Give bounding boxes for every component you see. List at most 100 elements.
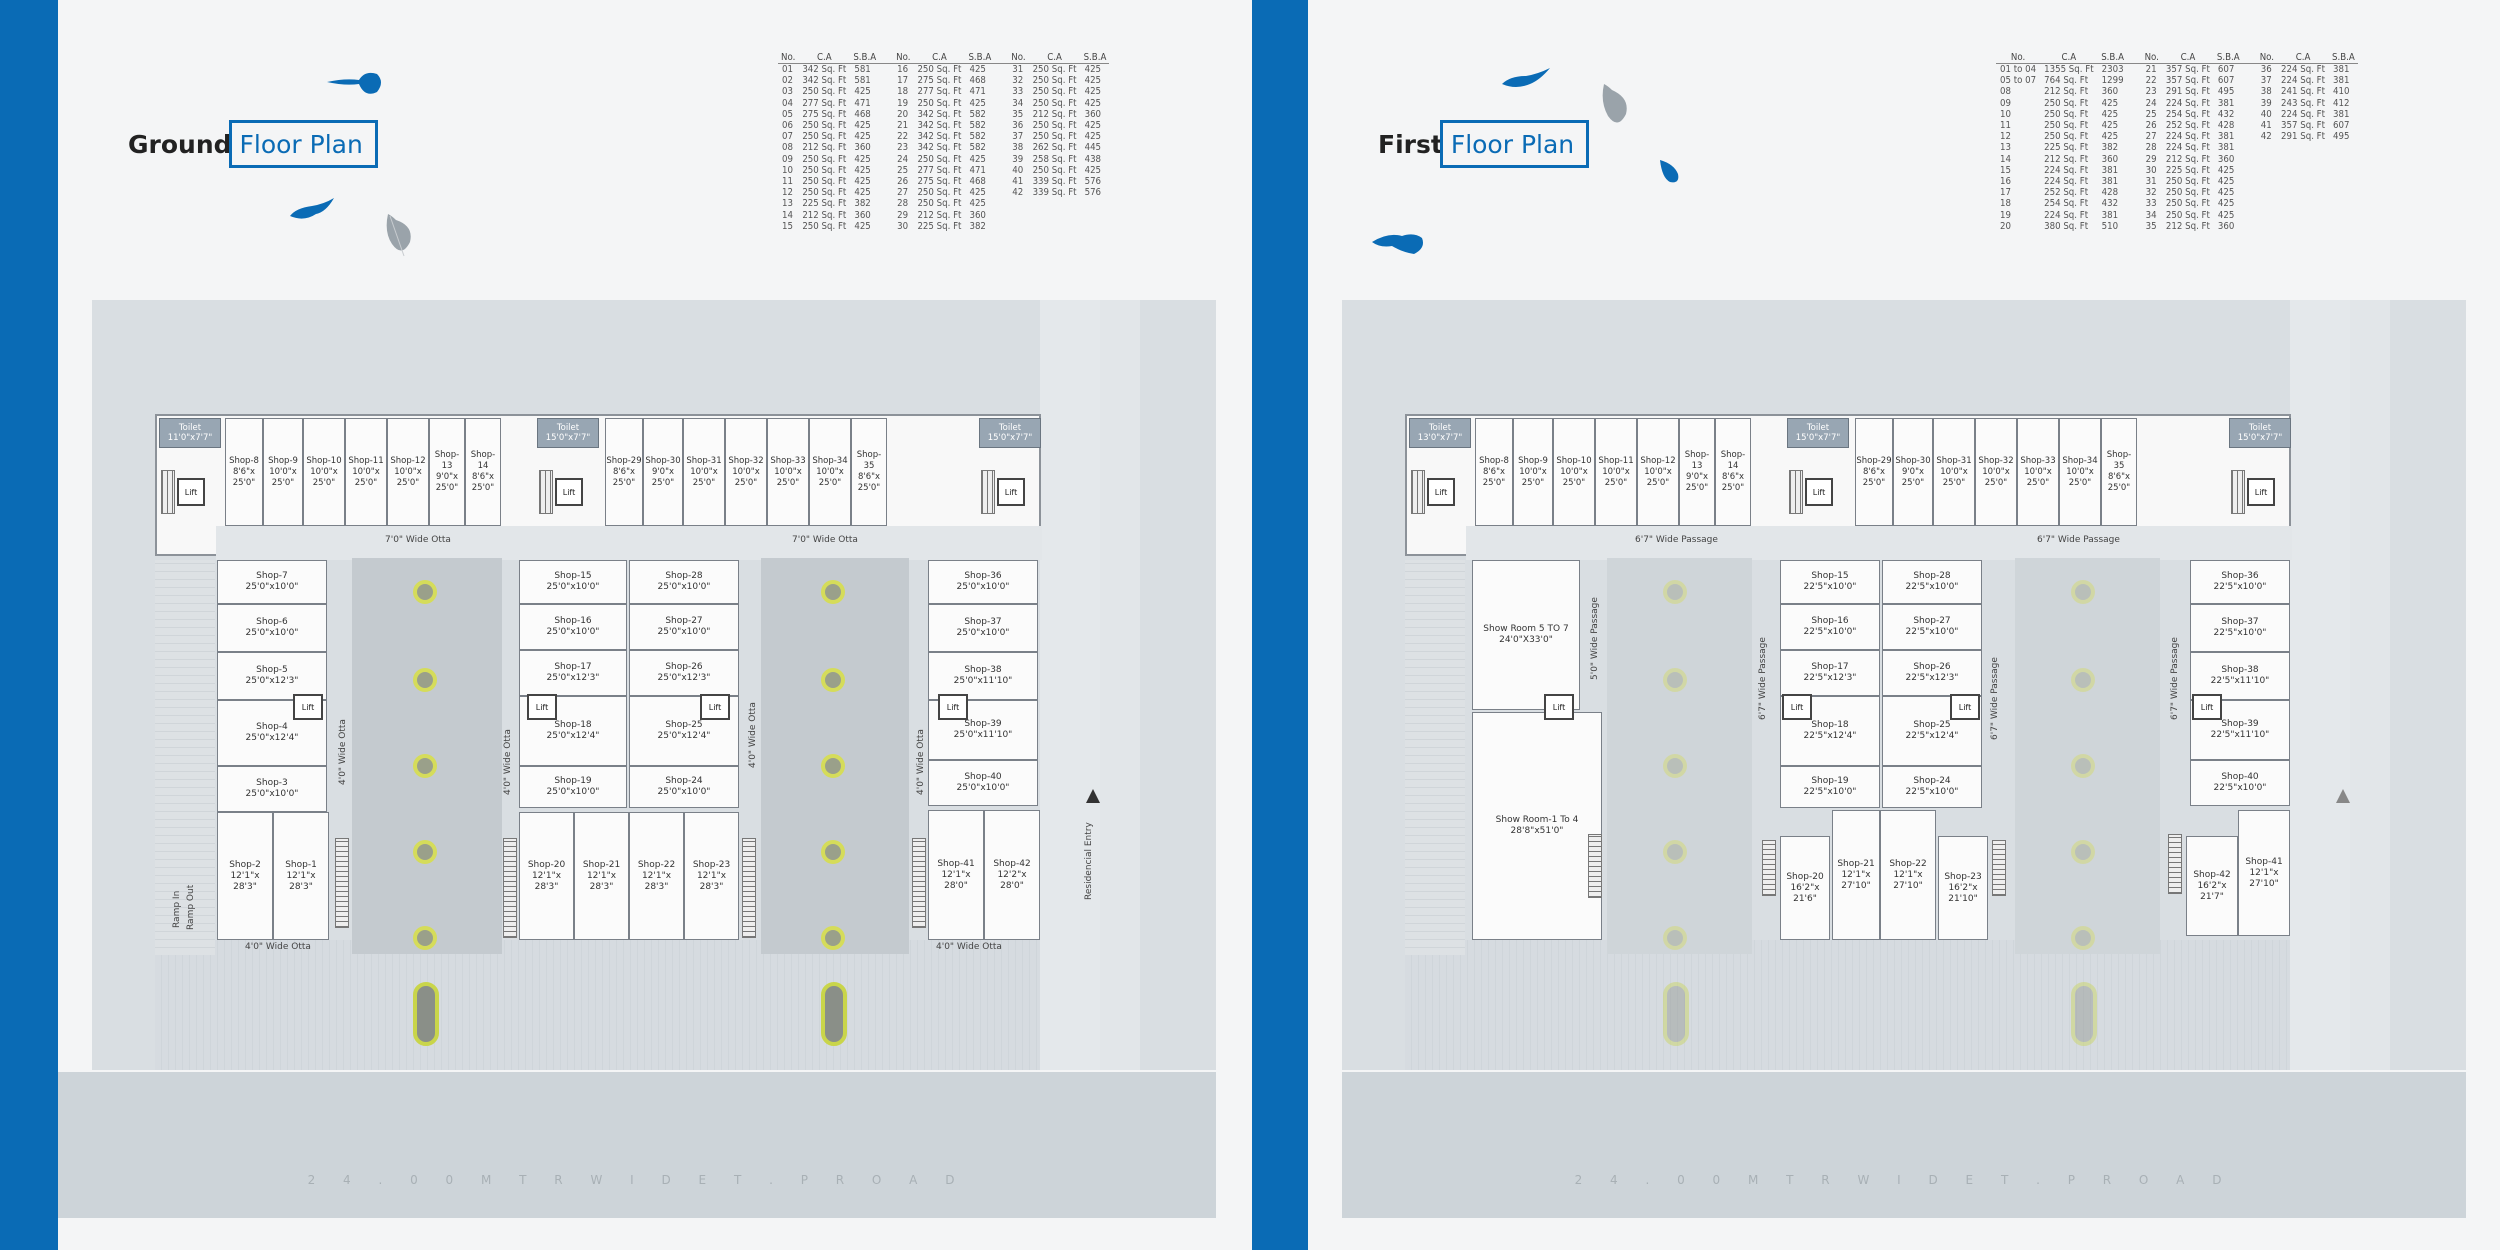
- table-cell: 24: [2145, 97, 2157, 109]
- mid-bottom-shop[interactable]: Shop-23 12'1"x 28'3": [684, 812, 739, 940]
- top-shop[interactable]: Shop-32 10'0"x 25'0": [1975, 418, 2017, 526]
- top-shop[interactable]: Shop-30 9'0"x 25'0": [1893, 418, 1933, 526]
- top-shop[interactable]: Shop-10 10'0"x 25'0": [1553, 418, 1595, 526]
- lift-label[interactable]: Lift: [700, 694, 730, 720]
- right-shop[interactable]: Shop-36 25'0"x10'0": [928, 560, 1038, 604]
- right-shop[interactable]: Shop-38 25'0"x11'10": [928, 652, 1038, 700]
- top-shop[interactable]: Shop-13 9'0"x 25'0": [429, 418, 465, 526]
- mid-left-shop[interactable]: Shop-19 25'0"x10'0": [519, 766, 627, 808]
- table-cell: 250 Sq. Ft: [802, 176, 847, 188]
- mid-bottom-shop[interactable]: Shop-21 12'1"x 27'10": [1832, 810, 1880, 940]
- mid-left-shop[interactable]: Shop-16 25'0"x10'0": [519, 604, 627, 650]
- showroom-5-7[interactable]: Show Room 5 TO 7 24'0"X33'0": [1472, 560, 1580, 710]
- lift-label[interactable]: Lift: [938, 694, 968, 720]
- mid-bottom-shop[interactable]: Shop-20 16'2"x 21'6": [1780, 836, 1830, 940]
- lift-label[interactable]: Lift: [2192, 694, 2222, 720]
- table-cell: 275 Sq. Ft: [802, 108, 847, 120]
- lift-label[interactable]: Lift: [997, 478, 1025, 506]
- right-shop[interactable]: Shop-40 22'5"x10'0": [2190, 760, 2290, 806]
- mid-left-shop[interactable]: Shop-16 22'5"x10'0": [1780, 604, 1880, 650]
- lift-label[interactable]: Lift: [1544, 694, 1574, 720]
- otta-side-label-1: 4'0" Wide Otta: [338, 719, 348, 785]
- mid-bottom-shop[interactable]: Shop-22 12'1"x 28'3": [629, 812, 684, 940]
- top-shop[interactable]: Shop-10 10'0"x 25'0": [303, 418, 345, 526]
- mid-right-shop[interactable]: Shop-28 25'0"x10'0": [629, 560, 739, 604]
- mid-left-shop[interactable]: Shop-15 22'5"x10'0": [1780, 560, 1880, 604]
- mid-bottom-shop[interactable]: Shop-22 12'1"x 27'10": [1880, 810, 1936, 940]
- table-cell: 425: [969, 64, 986, 75]
- mid-left-shop[interactable]: Shop-19 22'5"x10'0": [1780, 766, 1880, 808]
- mid-right-shop[interactable]: Shop-26 25'0"x12'3": [629, 650, 739, 696]
- right-shop[interactable]: Shop-40 25'0"x10'0": [928, 760, 1038, 806]
- lift-label[interactable]: Lift: [1805, 478, 1833, 506]
- mid-left-shop[interactable]: Shop-17 22'5"x12'3": [1780, 650, 1880, 696]
- right-shop[interactable]: Shop-37 25'0"x10'0": [928, 604, 1038, 652]
- bottom-right-shop[interactable]: Shop-42 12'2"x 28'0": [984, 810, 1040, 940]
- mid-right-shop[interactable]: Shop-24 25'0"x10'0": [629, 766, 739, 808]
- top-shop[interactable]: Shop-12 10'0"x 25'0": [1637, 418, 1679, 526]
- table-cell: 425: [854, 86, 871, 98]
- mid-left-shop[interactable]: Shop-17 25'0"x12'3": [519, 650, 627, 696]
- left-shop[interactable]: Shop-7 25'0"x10'0": [217, 560, 327, 604]
- top-shop[interactable]: Shop-31 10'0"x 25'0": [683, 418, 725, 526]
- mid-bottom-shop[interactable]: Shop-20 12'1"x 28'3": [519, 812, 574, 940]
- top-shop[interactable]: Shop-35 8'6"x 25'0": [851, 418, 887, 526]
- showroom-1-4[interactable]: Show Room-1 To 4 28'8"x51'0": [1472, 712, 1602, 940]
- lift-label[interactable]: Lift: [1950, 694, 1980, 720]
- top-shop[interactable]: Shop-9 10'0"x 25'0": [263, 418, 303, 526]
- bottom-left-shop[interactable]: Shop-1 12'1"x 28'3": [273, 812, 329, 940]
- top-shop[interactable]: Shop-9 10'0"x 25'0": [1513, 418, 1553, 526]
- bottom-right-shop[interactable]: Shop-41 12'1"x 28'0": [928, 810, 984, 940]
- top-shop[interactable]: Shop-35 8'6"x 25'0": [2101, 418, 2137, 526]
- left-shop[interactable]: Shop-3 25'0"x10'0": [217, 766, 327, 812]
- mid-right-shop[interactable]: Shop-28 22'5"x10'0": [1882, 560, 1982, 604]
- top-shop[interactable]: Shop-11 10'0"x 25'0": [1595, 418, 1637, 526]
- right-shop[interactable]: Shop-36 22'5"x10'0": [2190, 560, 2290, 604]
- table-cell: 224 Sq. Ft: [2044, 164, 2089, 176]
- bottom-right-shop[interactable]: Shop-41 12'1"x 27'10": [2238, 810, 2290, 936]
- top-shop[interactable]: Shop-31 10'0"x 25'0": [1933, 418, 1975, 526]
- mid-right-shop[interactable]: Shop-24 22'5"x10'0": [1882, 766, 1982, 808]
- mid-bottom-shop[interactable]: Shop-23 16'2"x 21'10": [1938, 836, 1988, 940]
- mid-right-shop[interactable]: Shop-27 22'5"x10'0": [1882, 604, 1982, 650]
- top-shop[interactable]: Shop-29 8'6"x 25'0": [605, 418, 643, 526]
- top-shop[interactable]: Shop-13 9'0"x 25'0": [1679, 418, 1715, 526]
- right-shop[interactable]: Shop-38 22'5"x11'10": [2190, 652, 2290, 700]
- lift-label[interactable]: Lift: [293, 694, 323, 720]
- mid-bottom-shop[interactable]: Shop-21 12'1"x 28'3": [574, 812, 629, 940]
- lift-label[interactable]: Lift: [2247, 478, 2275, 506]
- top-shop[interactable]: Shop-14 8'6"x 25'0": [1715, 418, 1751, 526]
- mid-right-shop[interactable]: Shop-26 22'5"x12'3": [1882, 650, 1982, 696]
- left-shop[interactable]: Shop-6 25'0"x10'0": [217, 604, 327, 652]
- top-shop[interactable]: Shop-14 8'6"x 25'0": [465, 418, 501, 526]
- mid-left-shop[interactable]: Shop-15 25'0"x10'0": [519, 560, 627, 604]
- lift-label[interactable]: Lift: [1782, 694, 1812, 720]
- table-cell: 582: [969, 142, 986, 154]
- lift-label[interactable]: Lift: [177, 478, 205, 506]
- top-shop[interactable]: Shop-8 8'6"x 25'0": [1475, 418, 1513, 526]
- bottom-left-shop[interactable]: Shop-2 12'1"x 28'3": [217, 812, 273, 940]
- table-cell: 17: [2000, 187, 2011, 199]
- bottom-right-shop[interactable]: Shop-42 16'2"x 21'7": [2186, 836, 2238, 936]
- top-shop[interactable]: Shop-30 9'0"x 25'0": [643, 418, 683, 526]
- top-shop[interactable]: Shop-29 8'6"x 25'0": [1855, 418, 1893, 526]
- top-shop[interactable]: Shop-34 10'0"x 25'0": [2059, 418, 2101, 526]
- lift-label[interactable]: Lift: [1427, 478, 1455, 506]
- blue-leaf-icon: [1502, 68, 1550, 87]
- top-shop[interactable]: Shop-32 10'0"x 25'0": [725, 418, 767, 526]
- first-road: 2 4 . 0 0 M T R W I D E T . P R O A D: [1342, 1072, 2466, 1218]
- lift-label[interactable]: Lift: [555, 478, 583, 506]
- top-shop[interactable]: Shop-12 10'0"x 25'0": [387, 418, 429, 526]
- left-shop[interactable]: Shop-5 25'0"x12'3": [217, 652, 327, 700]
- top-shop[interactable]: Shop-34 10'0"x 25'0": [809, 418, 851, 526]
- table-cell: 224 Sq. Ft: [2281, 64, 2326, 75]
- lift-label[interactable]: Lift: [527, 694, 557, 720]
- tree-icon: [821, 580, 845, 604]
- top-shop[interactable]: Shop-33 10'0"x 25'0": [2017, 418, 2059, 526]
- top-shop[interactable]: Shop-33 10'0"x 25'0": [767, 418, 809, 526]
- top-shop[interactable]: Shop-11 10'0"x 25'0": [345, 418, 387, 526]
- right-shop[interactable]: Shop-37 22'5"x10'0": [2190, 604, 2290, 652]
- mid-right-shop[interactable]: Shop-27 25'0"x10'0": [629, 604, 739, 650]
- top-shop[interactable]: Shop-8 8'6"x 25'0": [225, 418, 263, 526]
